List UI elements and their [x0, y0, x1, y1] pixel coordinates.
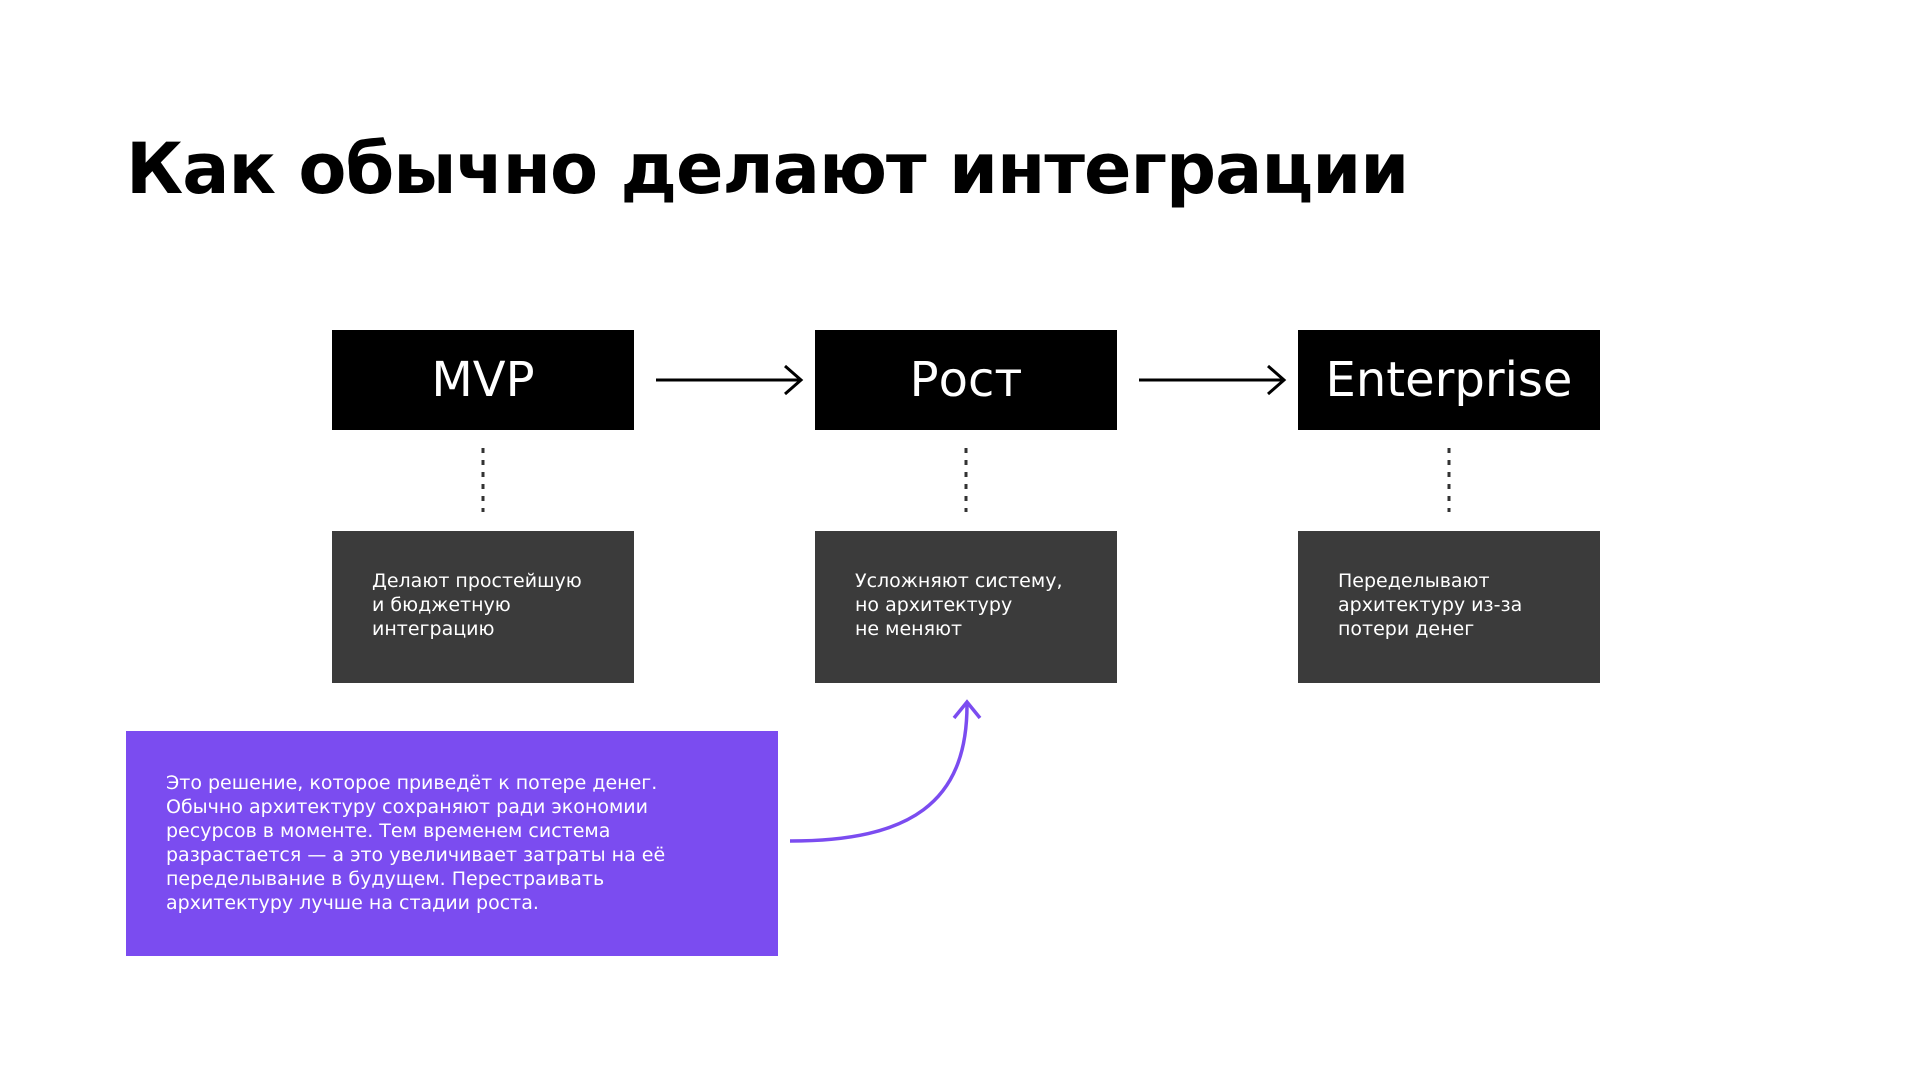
description-line: Усложняют систему, — [855, 570, 1063, 592]
description-line: не меняют — [855, 618, 963, 640]
stage-mvp-box: MVP — [332, 330, 634, 430]
arrow-right-icon — [656, 364, 804, 396]
description-line: потери денег — [1338, 618, 1475, 640]
curved-arrow-up-icon — [789, 699, 982, 843]
stage-enterprise-label: Enterprise — [1325, 352, 1573, 408]
description-line: но архитектуру — [855, 594, 1013, 616]
dotted-connector-icon — [1447, 448, 1451, 512]
note-line: Обычно архитектуру сохраняют ради эконом… — [166, 796, 648, 818]
stage-growth-box: Рост — [815, 330, 1117, 430]
note-line: Это решение, которое приведёт к потере д… — [166, 772, 658, 794]
description-line: и бюджетную — [372, 594, 511, 616]
dotted-connector-icon — [481, 448, 485, 512]
stage-growth-label: Рост — [909, 352, 1023, 408]
stage-enterprise-box: Enterprise — [1298, 330, 1600, 430]
stage-enterprise-description: Переделывают архитектуру из-за потери де… — [1298, 531, 1600, 683]
note-line: разрастается — а это увеличивает затраты… — [166, 844, 666, 866]
description-line: Делают простейшую — [372, 570, 582, 592]
stage-mvp-label: MVP — [431, 352, 535, 408]
note-line: переделывание в будущем. Перестраивать — [166, 868, 605, 890]
description-line: интеграцию — [372, 618, 495, 640]
note-line: ресурсов в моменте. Тем временем система — [166, 820, 611, 842]
stage-growth-description: Усложняют систему, но архитектуру не мен… — [815, 531, 1117, 683]
description-line: Переделывают — [1338, 570, 1490, 592]
slide-title: Как обычно делают интеграции — [126, 128, 1409, 210]
arrow-right-icon — [1139, 364, 1287, 396]
description-line: архитектуру из-за — [1338, 594, 1523, 616]
stage-mvp-description: Делают простейшую и бюджетную интеграцию — [332, 531, 634, 683]
note-callout: Это решение, которое приведёт к потере д… — [126, 731, 778, 956]
note-line: архитектуру лучше на стадии роста. — [166, 892, 539, 914]
dotted-connector-icon — [964, 448, 968, 512]
